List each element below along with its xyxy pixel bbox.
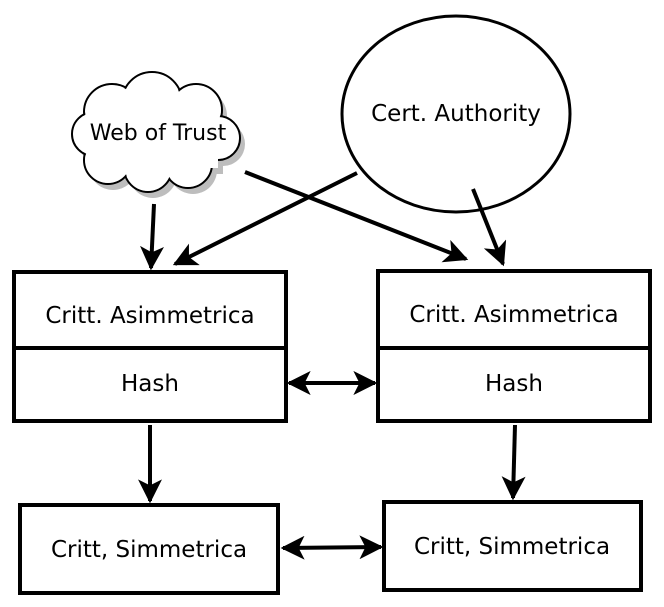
cloud-fill [73, 73, 239, 191]
arrows [138, 170, 526, 560]
left-hash-box: Hash [12, 346, 288, 423]
cert-authority-label: Cert. Authority [371, 101, 541, 127]
left-symmetric-box: Critt, Simmetrica [18, 503, 280, 595]
left-asymmetric-label: Critt. Asimmetrica [45, 303, 254, 329]
right-asymmetric-box: Critt. Asimmetrica [376, 269, 652, 350]
right-symmetric-label: Critt, Simmetrica [414, 534, 610, 560]
arrow-right-hash-to-sym [501, 424, 526, 501]
left-asymmetric-box: Critt. Asimmetrica [12, 270, 288, 350]
arrow-wot-to-left-asym [140, 203, 164, 271]
arrow-ca-to-right-asym [471, 188, 507, 267]
left-hash-label: Hash [121, 371, 179, 397]
right-asymmetric-label: Critt. Asimmetrica [409, 302, 618, 328]
right-symmetric-box: Critt, Simmetrica [382, 500, 643, 592]
web-of-trust-label: Web of Trust [90, 121, 227, 146]
left-symmetric-label: Critt, Simmetrica [51, 537, 247, 563]
arrow-wot-to-right-asym [244, 170, 469, 263]
right-hash-box: Hash [376, 346, 652, 423]
right-hash-label: Hash [485, 371, 543, 397]
web-of-trust-node: Web of Trust [71, 71, 245, 198]
arrow-sym-bidirectional [280, 535, 384, 560]
cert-authority-node: Cert. Authority [340, 14, 572, 214]
arrow-ca-to-left-asym [172, 171, 358, 266]
cert-authority-ellipse [340, 14, 572, 214]
